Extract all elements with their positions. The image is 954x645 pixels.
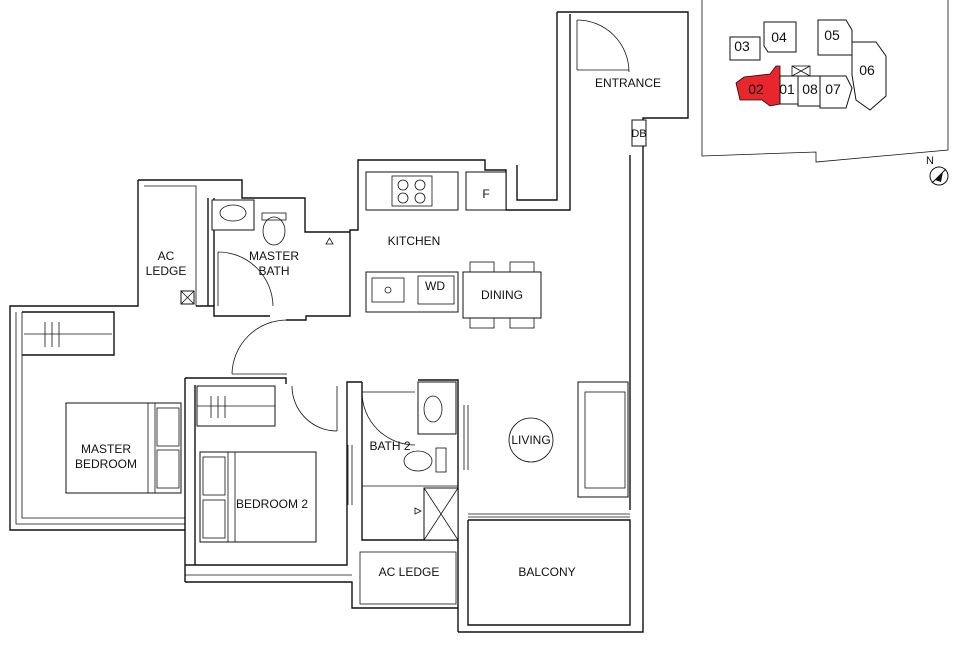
living: LIVING [508,381,629,498]
keyplan-unit-03 [729,36,761,61]
keyplan-label-01: 01 [779,81,795,97]
db-box [631,119,647,147]
key-plan: 03 04 05 06 02 01 08 07 [701,0,949,163]
dining-table [462,271,542,319]
keyplan-unit-04 [763,21,797,53]
entrance-door [576,19,630,73]
bedroom-2: BEDROOM 2 [196,385,338,543]
living-table [508,417,554,463]
master-bedroom: MASTER BEDROOM [24,319,288,494]
keyplan-label-07: 07 [825,81,841,97]
db-label: DB [631,128,646,140]
fridge [465,171,507,211]
keyplan-label-04: 04 [771,29,787,45]
ac-ledge-top-label-1: AC [158,249,175,263]
sink-counter [365,271,459,313]
ac-ledge-bottom: AC LEDGE [359,551,457,605]
master-bath-basin [211,199,255,231]
living-sofa [577,381,629,498]
bedroom-2-label: BEDROOM 2 [236,497,308,511]
master-bedroom-label-2: BEDROOM [75,457,137,471]
balcony-label: BALCONY [518,565,575,579]
wd-label: WD [425,279,445,293]
keyplan-label-03: 03 [734,38,750,54]
bath-2: BATH 2 [347,381,469,541]
ac-ledge-top: AC LEDGE [146,249,195,305]
keyplan-label-05: 05 [824,27,840,43]
keyplan-label-06: 06 [859,62,875,78]
keyplan-label-08: 08 [802,81,818,97]
ac-ledge-top-label-2: LEDGE [146,264,187,278]
master-bath-label-2: BATH [258,264,289,278]
exterior-walls [9,11,689,633]
living-label: LIVING [511,433,550,447]
kitchen: F KITCHEN WD [365,171,507,313]
master-bath: MASTER BATH [211,199,334,307]
entrance-label: ENTRANCE [595,76,661,90]
bedroom-2-bed [199,451,317,543]
keyplan-unit-07 [819,75,853,109]
north-label: N [926,155,934,167]
ac-ledge-bottom-label: AC LEDGE [379,565,440,579]
bath-2-label: BATH 2 [369,439,410,453]
master-bath-label-1: MASTER [249,249,299,263]
keyplan-unit-06 [851,41,887,111]
keyplan-label-02: 02 [748,81,764,97]
master-bed [65,402,182,494]
north-arrow-icon: N [926,155,949,186]
dining-label: DINING [481,288,523,302]
fridge-label: F [482,187,489,201]
master-bedroom-label-1: MASTER [81,442,131,456]
kitchen-label: KITCHEN [388,234,441,248]
stove-counter [365,171,459,211]
dining: DINING [462,261,542,329]
